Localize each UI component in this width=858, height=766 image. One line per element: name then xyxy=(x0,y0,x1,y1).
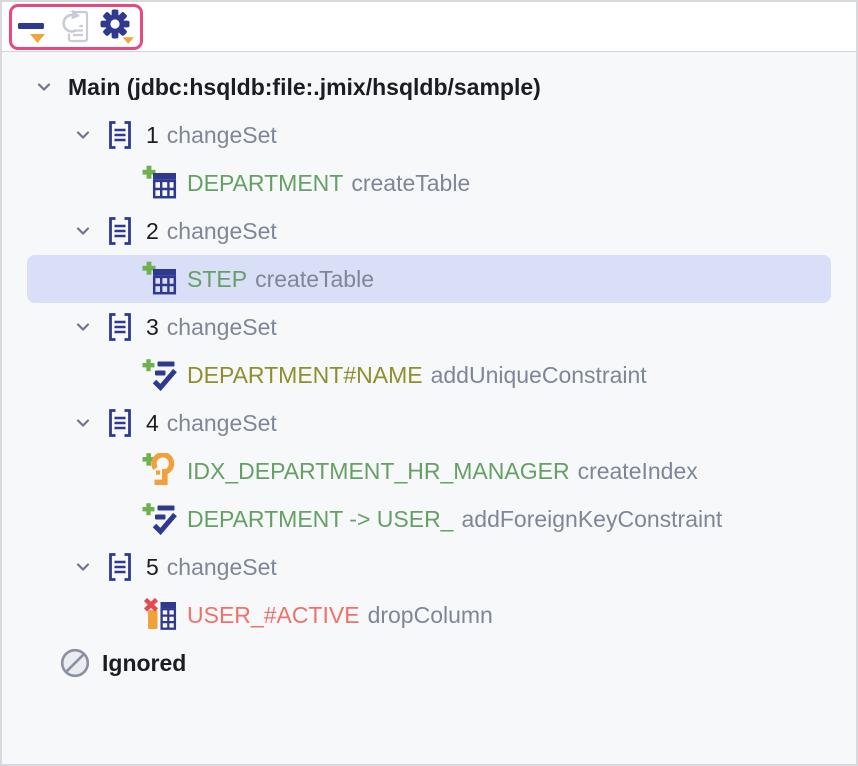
tree-row-changeset-4[interactable]: 4 changeSet xyxy=(2,399,856,447)
changeset-type-label: changeSet xyxy=(166,409,277,436)
add-constraint-icon xyxy=(142,503,177,536)
chevron-down-icon[interactable] xyxy=(72,124,94,146)
root-label: Main (jdbc:hsqldb:file:.jmix/hsqldb/samp… xyxy=(68,73,541,100)
create-table-icon xyxy=(142,165,177,199)
chevron-down-icon[interactable] xyxy=(72,316,94,338)
item-action: createTable xyxy=(351,169,471,196)
tree-item-create-index[interactable]: IDX_DEPARTMENT_HR_MANAGER createIndex xyxy=(2,447,856,495)
update-changelog-button[interactable] xyxy=(55,7,97,47)
settings-button[interactable] xyxy=(97,7,139,47)
item-action: dropColumn xyxy=(367,601,493,628)
item-action: createIndex xyxy=(577,457,698,484)
create-table-icon xyxy=(142,261,177,295)
item-name: DEPARTMENT#NAME xyxy=(187,361,423,388)
tree-row-main[interactable]: Main (jdbc:hsqldb:file:.jmix/hsqldb/samp… xyxy=(2,63,856,111)
minimize-dropdown-button[interactable] xyxy=(13,7,55,47)
add-constraint-icon xyxy=(142,359,177,392)
tree-row-ignored[interactable]: Ignored xyxy=(2,639,856,687)
tree-item-add-foreign-key-constraint[interactable]: DEPARTMENT -> USER_ addForeignKeyConstra… xyxy=(2,495,856,543)
tree-row-changeset-1[interactable]: 1 changeSet xyxy=(2,111,856,159)
changelog-tree: Main (jdbc:hsqldb:file:.jmix/hsqldb/samp… xyxy=(2,52,856,764)
changeset-number: 3 xyxy=(146,313,159,340)
item-action: createTable xyxy=(255,265,374,292)
item-name: IDX_DEPARTMENT_HR_MANAGER xyxy=(187,457,570,484)
item-action: addForeignKeyConstraint xyxy=(461,505,723,532)
item-name: DEPARTMENT -> USER_ xyxy=(187,505,454,532)
ignored-icon xyxy=(60,648,90,678)
changeset-icon xyxy=(109,217,131,245)
minimize-dropdown-icon xyxy=(18,23,45,43)
chevron-down-icon[interactable] xyxy=(72,556,94,578)
chevron-down-icon[interactable] xyxy=(72,220,94,242)
tree-item-department-create-table[interactable]: DEPARTMENT createTable xyxy=(2,159,856,207)
changeset-type-label: changeSet xyxy=(166,121,277,148)
changeset-number: 4 xyxy=(146,409,159,436)
tree-item-add-unique-constraint[interactable]: DEPARTMENT#NAME addUniqueConstraint xyxy=(2,351,856,399)
changeset-number: 1 xyxy=(146,121,159,148)
tree-item-drop-column[interactable]: USER_#ACTIVE dropColumn xyxy=(2,591,856,639)
changeset-type-label: changeSet xyxy=(166,313,277,340)
changeset-type-label: changeSet xyxy=(166,217,277,244)
tree-row-changeset-5[interactable]: 5 changeSet xyxy=(2,543,856,591)
item-name: USER_#ACTIVE xyxy=(187,601,360,628)
item-action: addUniqueConstraint xyxy=(430,361,647,388)
changeset-number: 2 xyxy=(146,217,159,244)
changeset-icon xyxy=(109,313,131,341)
changeset-icon xyxy=(109,553,131,581)
ignored-label: Ignored xyxy=(102,649,187,676)
item-name: STEP xyxy=(187,265,248,292)
create-index-icon xyxy=(142,453,175,485)
chevron-down-icon[interactable] xyxy=(33,76,55,98)
tree-row-changeset-2[interactable]: 2 changeSet xyxy=(2,207,856,255)
update-changelog-icon xyxy=(58,9,89,43)
item-name: DEPARTMENT xyxy=(187,169,344,196)
tree-item-step-create-table-selected[interactable]: STEP createTable xyxy=(27,255,831,303)
changeset-icon xyxy=(109,409,131,437)
changeset-number: 5 xyxy=(146,553,159,580)
changeset-type-label: changeSet xyxy=(166,553,277,580)
tree-row-changeset-3[interactable]: 3 changeSet xyxy=(2,303,856,351)
settings-gear-dropdown-icon xyxy=(100,9,138,47)
toolbar-highlight-annotation xyxy=(9,4,143,50)
toolbar xyxy=(2,2,856,52)
drop-column-icon xyxy=(143,597,177,630)
chevron-down-icon[interactable] xyxy=(72,412,94,434)
changeset-icon xyxy=(109,121,131,149)
